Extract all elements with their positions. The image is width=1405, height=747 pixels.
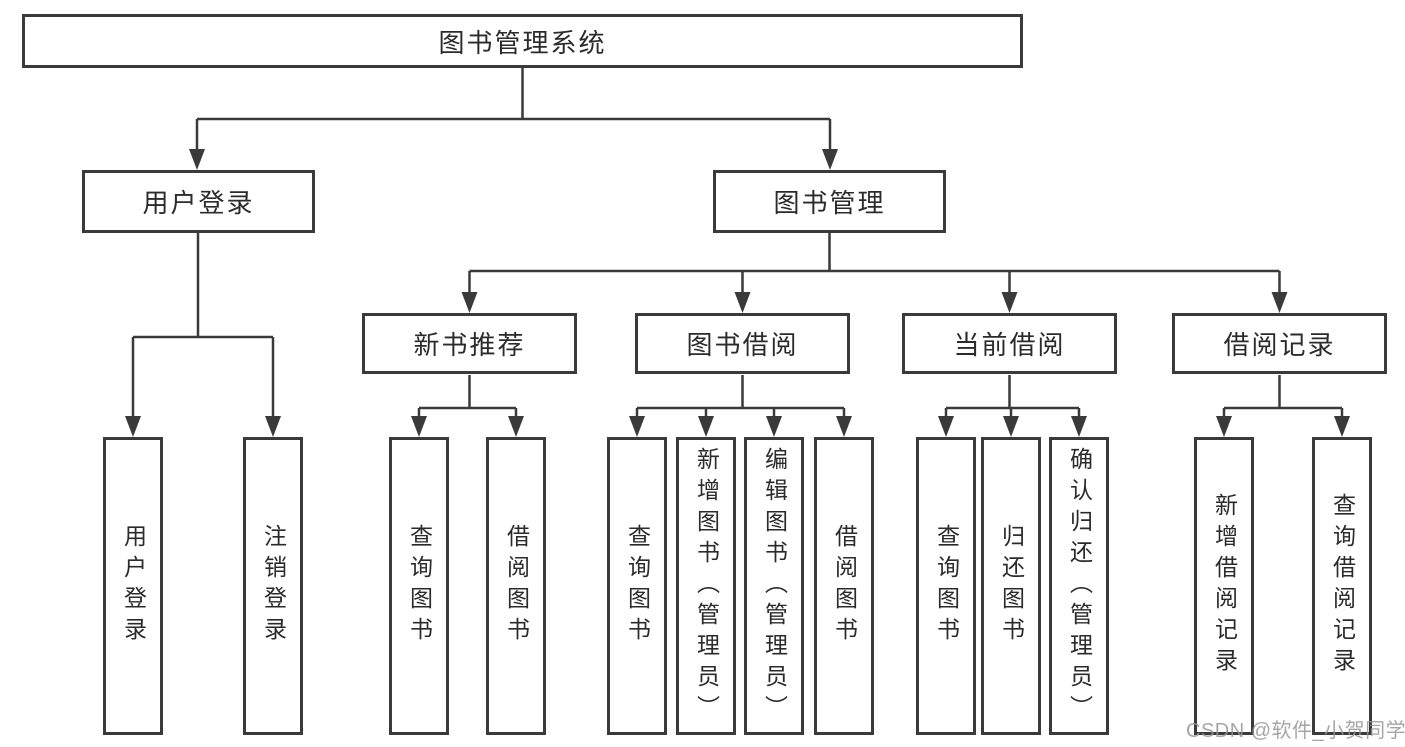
leaf-current-query-books: 查询图书 (916, 437, 976, 735)
leaf-borrow-add-books-admin: 新增图书（管理员） (676, 437, 736, 735)
leaf-borrow-edit-books-admin: 编辑图书（管理员） (744, 437, 804, 735)
leaf-records-query-record: 查询借阅记录 (1312, 437, 1372, 735)
node-user-login: 用户登录 (82, 170, 315, 233)
leaf-borrow-borrow-books: 借阅图书 (814, 437, 874, 735)
node-book-borrow: 图书借阅 (635, 313, 850, 374)
leaf-newbooks-borrow-books: 借阅图书 (486, 437, 546, 735)
node-root: 图书管理系统 (22, 14, 1023, 68)
leaf-newbooks-query-books: 查询图书 (389, 437, 449, 735)
node-borrow-records: 借阅记录 (1172, 313, 1387, 374)
leaf-current-confirm-return-admin: 确认归还（管理员） (1049, 437, 1109, 735)
node-new-book-recommend: 新书推荐 (362, 313, 577, 374)
leaf-logout: 注销登录 (243, 437, 303, 735)
node-current-borrow: 当前借阅 (902, 313, 1117, 374)
leaf-records-add-record: 新增借阅记录 (1194, 437, 1254, 735)
leaf-user-login: 用户登录 (103, 437, 163, 735)
node-book-management: 图书管理 (713, 170, 946, 233)
arrowheads (125, 149, 1350, 437)
leaf-borrow-query-books: 查询图书 (607, 437, 667, 735)
leaf-current-return-books: 归还图书 (981, 437, 1041, 735)
csdn-watermark: CSDN @软件_小贺同学 (1186, 720, 1405, 742)
